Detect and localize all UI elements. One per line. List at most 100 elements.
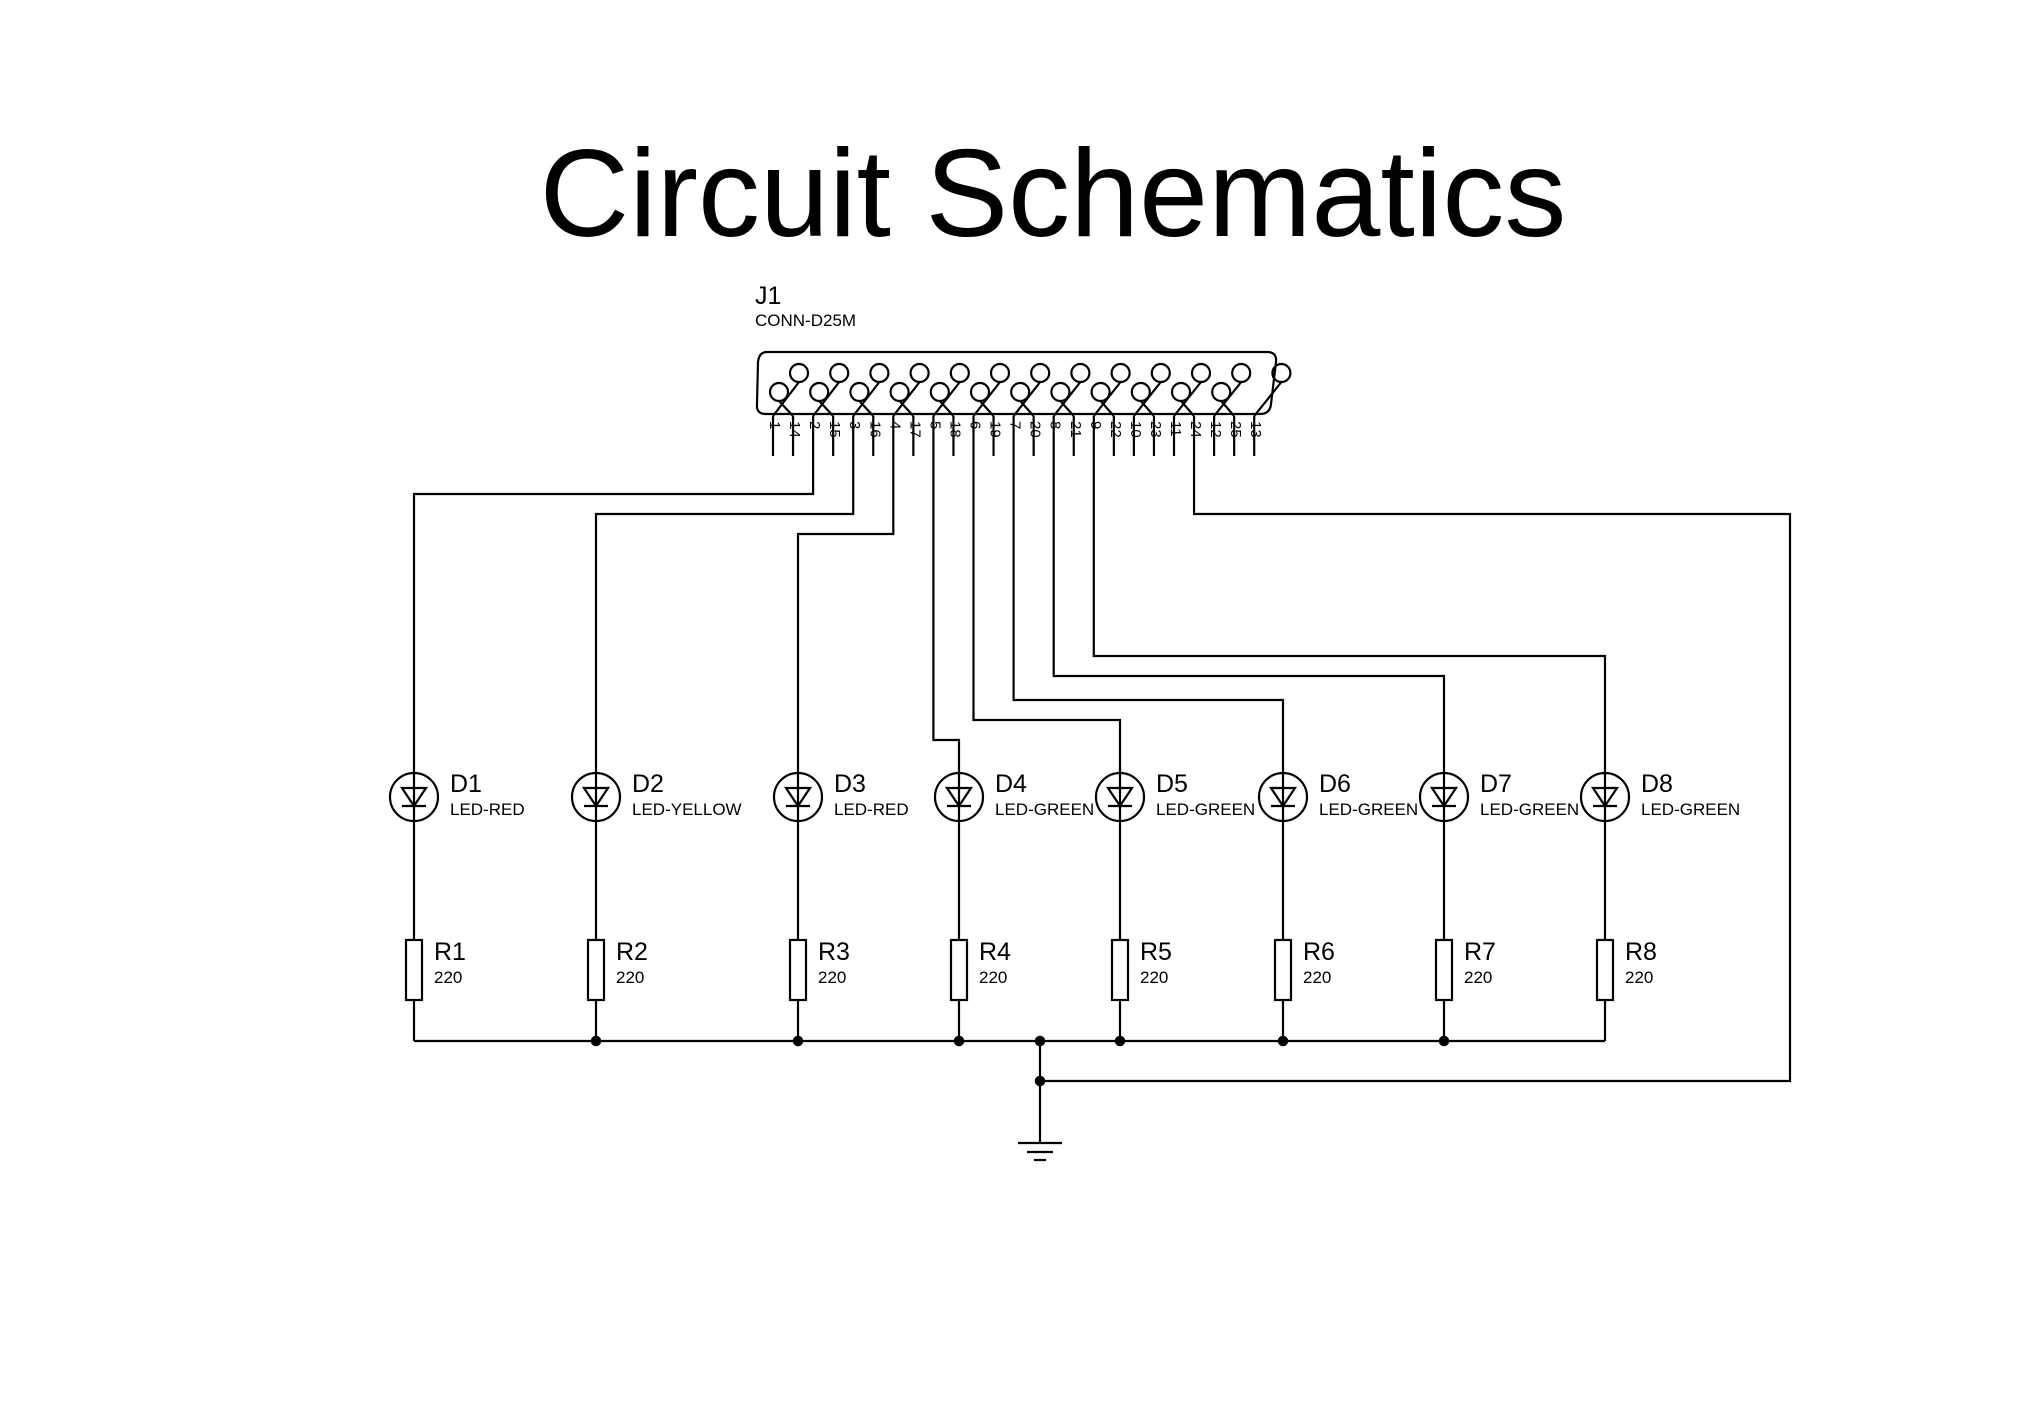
pin-label-16: 16 xyxy=(866,421,883,438)
led-triangle-icon xyxy=(1268,786,1298,808)
led-triangle-icon xyxy=(1590,786,1620,808)
led-group: D1LED-REDD2LED-YELLOWD3LED-REDD4LED-GREE… xyxy=(388,770,1740,823)
junction-dot xyxy=(792,1035,804,1047)
junction-dot xyxy=(1438,1035,1450,1047)
led-ref: D8 xyxy=(1641,770,1673,798)
pin-circle-9 xyxy=(1110,362,1131,384)
connector-value: CONN-D25M xyxy=(755,311,856,330)
pin-label-11: 11 xyxy=(1167,421,1184,437)
pin-label-5: 5 xyxy=(926,421,943,429)
junction-dot xyxy=(1277,1035,1289,1047)
pin-circle-4 xyxy=(909,362,930,384)
led-value: LED-GREEN xyxy=(1480,800,1579,819)
resistor-value: 220 xyxy=(979,968,1007,987)
resistor-body xyxy=(949,938,969,1002)
pin-label-14: 14 xyxy=(786,421,803,438)
pin-lead-19 xyxy=(979,400,995,417)
pin-label-7: 7 xyxy=(1007,421,1024,429)
connector-ref: J1 xyxy=(755,282,781,310)
resistor-ref: R3 xyxy=(818,938,850,966)
resistor-ref: R5 xyxy=(1140,938,1172,966)
pin-circle-6 xyxy=(989,362,1011,384)
led-ref: D6 xyxy=(1319,770,1351,798)
pin-label-9: 9 xyxy=(1087,421,1104,429)
pin-label-23: 23 xyxy=(1147,421,1164,438)
pin-circle-21 xyxy=(1050,381,1071,403)
junction-dot xyxy=(1034,1035,1046,1047)
ground-icon xyxy=(1018,1141,1062,1162)
resistor-value: 220 xyxy=(1140,968,1168,987)
pin-circle-3 xyxy=(869,362,890,384)
resistor-body xyxy=(1110,938,1130,1002)
resistor-ref: R7 xyxy=(1464,938,1496,966)
led-value: LED-GREEN xyxy=(995,800,1094,819)
resistor-value: 220 xyxy=(616,968,644,987)
led-value: LED-RED xyxy=(834,800,909,819)
led-triangle-icon xyxy=(1429,786,1459,808)
pin-circle-10 xyxy=(1150,362,1171,384)
pin-circle-1 xyxy=(788,362,810,384)
pin-lead-17 xyxy=(898,400,915,417)
junction-dot xyxy=(1114,1035,1126,1047)
pin-label-15: 15 xyxy=(826,421,843,438)
wire-d2 xyxy=(594,456,855,773)
wire-d1 xyxy=(412,456,815,773)
pin-label-10: 10 xyxy=(1127,421,1144,438)
pin-circle-8 xyxy=(1070,362,1091,384)
pin-circle-15 xyxy=(809,381,830,403)
pin-label-17: 17 xyxy=(906,421,923,438)
led-ref: D5 xyxy=(1156,770,1188,798)
resistor-body xyxy=(1595,938,1615,1002)
pin-label-6: 6 xyxy=(967,421,984,429)
connector-body xyxy=(755,350,1278,416)
wire-d3 xyxy=(796,456,895,773)
led-ref: D3 xyxy=(834,770,866,798)
pin-circle-12 xyxy=(1231,362,1252,384)
wire-ground-pin xyxy=(1040,456,1792,1083)
led-triangle-icon xyxy=(1105,786,1135,808)
pin-circle-24 xyxy=(1170,381,1192,403)
resistor-value: 220 xyxy=(1625,968,1653,987)
pin-label-8: 8 xyxy=(1047,421,1064,429)
led-value: LED-GREEN xyxy=(1641,800,1740,819)
led-value: LED-YELLOW xyxy=(632,800,742,819)
resistor-value: 220 xyxy=(434,968,462,987)
wire-d7 xyxy=(1052,456,1446,773)
pin-circle-25 xyxy=(1211,381,1232,403)
resistor-value: 220 xyxy=(1303,968,1331,987)
resistor-body xyxy=(1273,938,1293,1002)
wire-d5 xyxy=(972,456,1122,773)
led-value: LED-GREEN xyxy=(1319,800,1418,819)
pin-lead-16 xyxy=(858,400,875,417)
led-triangle-icon xyxy=(581,786,611,808)
led-ref: D4 xyxy=(995,770,1027,798)
pin-label-1: 1 xyxy=(766,421,783,429)
led-triangle-icon xyxy=(944,786,974,808)
pin-label-24: 24 xyxy=(1187,421,1204,438)
led-ref: D1 xyxy=(450,770,482,798)
pin-label-18: 18 xyxy=(946,421,963,438)
pin-circle-5 xyxy=(949,362,970,384)
pin-label-19: 19 xyxy=(987,421,1004,438)
pin-lead-20 xyxy=(1019,400,1035,417)
pin-label-3: 3 xyxy=(846,421,863,429)
resistor-ref: R2 xyxy=(616,938,648,966)
pin-label-25: 25 xyxy=(1227,421,1244,438)
resistor-body xyxy=(404,938,424,1002)
pin-circle-14 xyxy=(768,381,790,403)
pin-lead-18 xyxy=(938,400,955,417)
pin-label-12: 12 xyxy=(1207,421,1224,438)
pin-lead-22 xyxy=(1099,400,1115,417)
junction-dot xyxy=(953,1035,965,1047)
